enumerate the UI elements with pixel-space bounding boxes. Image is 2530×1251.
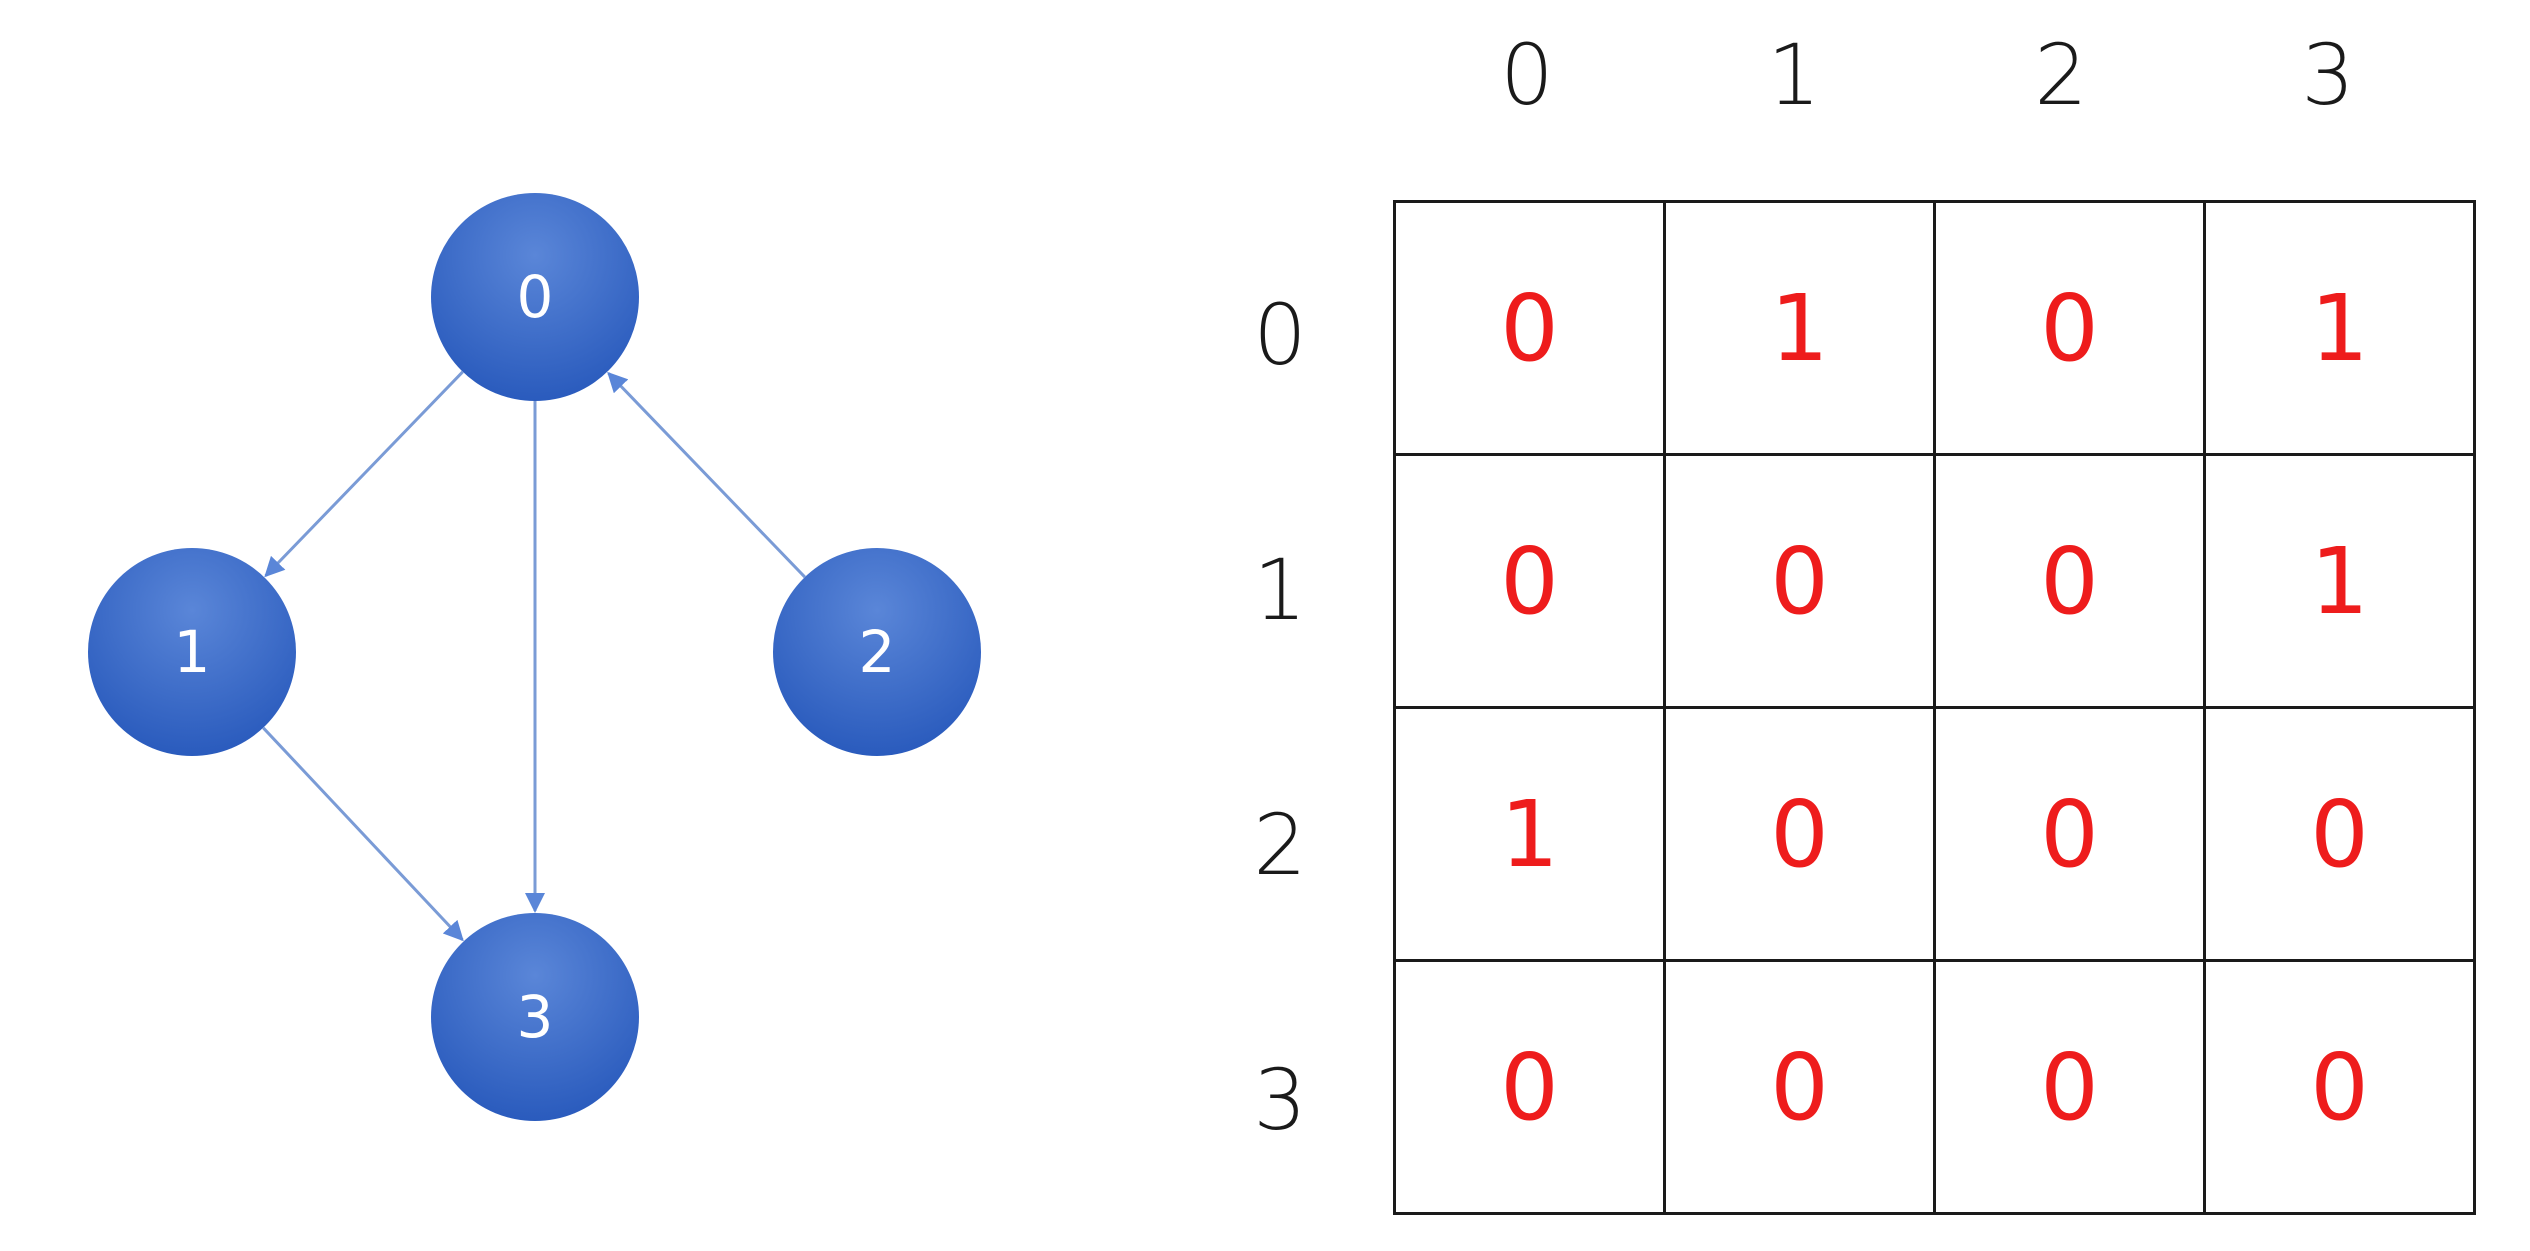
edge-1-to-3 (262, 726, 464, 942)
node-circle-0 (431, 193, 639, 401)
graph-node-3: 3 (431, 913, 639, 1121)
column-header-0: 0 (1500, 26, 1554, 124)
matrix-cell-1-2: 0 (1933, 453, 2206, 709)
row-header-0: 0 (1253, 286, 1307, 384)
graph-node-1: 1 (88, 548, 296, 756)
matrix-cell-3-2: 0 (1933, 959, 2206, 1215)
graph-node-2: 2 (773, 548, 981, 756)
row-header-3: 3 (1253, 1051, 1307, 1149)
matrix-row-1: 0 0 0 1 (1393, 453, 2476, 709)
row-header-2: 2 (1253, 796, 1307, 894)
node-label-0: 0 (517, 263, 554, 331)
matrix-cell-0-2: 0 (1933, 200, 2206, 456)
matrix-row-2: 1 0 0 0 (1393, 706, 2476, 962)
node-circle-2 (773, 548, 981, 756)
matrix-cell-2-1: 0 (1663, 706, 1936, 962)
matrix-cell-2-3: 0 (2203, 706, 2476, 962)
matrix-cell-0-3: 1 (2203, 200, 2476, 456)
adjacency-matrix: 0 1 0 1 0 0 0 1 1 0 0 0 0 0 0 0 (1393, 200, 2476, 1215)
matrix-cell-1-3: 1 (2203, 453, 2476, 709)
node-label-2: 2 (859, 618, 896, 686)
node-circle-1 (88, 548, 296, 756)
column-header-2: 2 (2034, 26, 2088, 124)
graph-node-0: 0 (431, 193, 639, 401)
node-label-3: 3 (517, 983, 554, 1051)
matrix-cell-3-1: 0 (1663, 959, 1936, 1215)
column-header-3: 3 (2301, 26, 2355, 124)
node-label-1: 1 (174, 618, 211, 686)
matrix-cell-3-0: 0 (1393, 959, 1666, 1215)
matrix-cell-1-1: 0 (1663, 453, 1936, 709)
matrix-row-0: 0 1 0 1 (1393, 200, 2476, 456)
matrix-cell-0-0: 0 (1393, 200, 1666, 456)
node-circle-3 (431, 913, 639, 1121)
edges-layer (262, 370, 806, 942)
matrix-cell-0-1: 1 (1663, 200, 1936, 456)
matrix-cell-1-0: 0 (1393, 453, 1666, 709)
row-header-1: 1 (1253, 541, 1307, 639)
nodes-layer: 0 1 2 3 (88, 193, 981, 1121)
edge-2-to-0 (607, 371, 806, 579)
edge-0-to-1 (264, 370, 464, 578)
matrix-cell-2-2: 0 (1933, 706, 2206, 962)
column-header-1: 1 (1767, 26, 1821, 124)
matrix-cell-2-0: 1 (1393, 706, 1666, 962)
matrix-cell-3-3: 0 (2203, 959, 2476, 1215)
matrix-row-3: 0 0 0 0 (1393, 959, 2476, 1215)
